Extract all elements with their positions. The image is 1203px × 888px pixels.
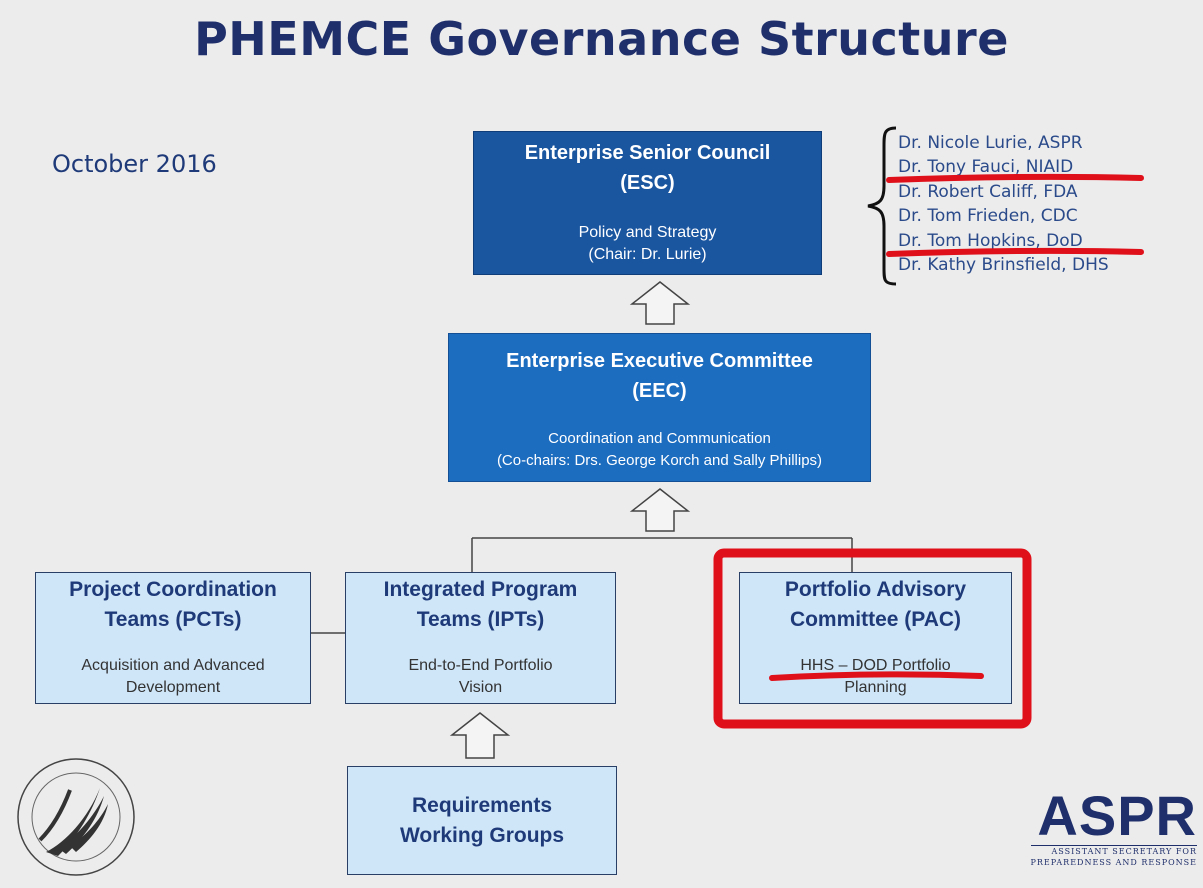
eec-sub-2: (Co-chairs: Drs. George Korch and Sally …: [496, 452, 823, 469]
eec-title-2: (EEC): [632, 380, 687, 402]
pac-sub-2: Planning: [844, 679, 907, 696]
aspr-logo-tag-2: PREPAREDNESS AND RESPONSE: [1030, 858, 1197, 867]
eec-title-1: Enterprise Executive Committee: [506, 350, 813, 372]
esc-sub-1: Policy and Strategy: [578, 224, 717, 241]
aspr-logo-tag-1: ASSISTANT SECRETARY FOR: [1051, 847, 1197, 856]
esc-sub-2: (Chair: Dr. Lurie): [588, 246, 707, 263]
up-arrow-icon: [449, 712, 511, 759]
date-label: October 2016: [52, 150, 217, 178]
pct-title-1: Project Coordination: [69, 578, 277, 601]
curly-bracket: [867, 126, 897, 286]
red-underline: [886, 173, 1144, 183]
esc-box: Enterprise Senior Council (ESC) Policy a…: [473, 131, 822, 275]
up-arrow-icon: [629, 281, 691, 325]
rwg-box: Requirements Working Groups: [347, 766, 617, 875]
member-item: Dr. Nicole Lurie, ASPR: [898, 133, 1083, 153]
pct-box: Project Coordination Teams (PCTs) Acquis…: [35, 572, 311, 704]
rwg-title-2: Working Groups: [399, 824, 565, 847]
member-item: Dr. Tom Frieden, CDC: [898, 206, 1078, 227]
pac-sub-1: HHS – DOD Portfolio: [800, 657, 951, 674]
pct-sub-2: Development: [125, 679, 221, 696]
esc-title-1: Enterprise Senior Council: [524, 142, 771, 164]
hhs-seal-icon: [17, 758, 135, 876]
rwg-title-1: Requirements: [411, 794, 553, 817]
ipt-title-2: Teams (IPTs): [416, 608, 545, 631]
ipt-box: Integrated Program Teams (IPTs) End-to-E…: [345, 572, 616, 704]
red-underline: [886, 247, 1144, 257]
red-underline: [769, 671, 984, 681]
pct-title-2: Teams (PCTs): [104, 608, 242, 631]
pac-box: Portfolio Advisory Committee (PAC) HHS –…: [739, 572, 1012, 704]
member-item: Dr. Robert Califf, FDA: [898, 181, 1078, 202]
member-item: Dr. Kathy Brinsfield, DHS: [898, 255, 1109, 276]
aspr-logo-name: ASPR: [1037, 784, 1197, 847]
ipt-sub-2: Vision: [458, 679, 503, 696]
red-highlight-box: [713, 548, 1032, 729]
pac-title-2: Committee (PAC): [789, 608, 962, 631]
member-list: Dr. Nicole Lurie, ASPR Dr. Tony Fauci, N…: [898, 131, 1109, 277]
eec-box: Enterprise Executive Committee (EEC) Coo…: [448, 333, 871, 482]
up-arrow-icon: [629, 488, 691, 532]
eec-sub-1: Coordination and Communication: [548, 430, 771, 447]
member-item: Dr. Tony Fauci, NIAID: [898, 157, 1074, 178]
aspr-logo: ASPR ASSISTANT SECRETARY FOR PREPAREDNES…: [1030, 784, 1197, 868]
member-item: Dr. Tom Hopkins, DoD: [898, 230, 1083, 251]
pct-sub-1: Acquisition and Advanced: [81, 657, 265, 674]
esc-title-2: (ESC): [620, 172, 675, 194]
ipt-sub-1: End-to-End Portfolio: [408, 657, 553, 674]
page-title: PHEMCE Governance Structure: [194, 12, 1009, 66]
ipt-title-1: Integrated Program: [383, 578, 578, 601]
pac-title-1: Portfolio Advisory: [784, 578, 967, 601]
